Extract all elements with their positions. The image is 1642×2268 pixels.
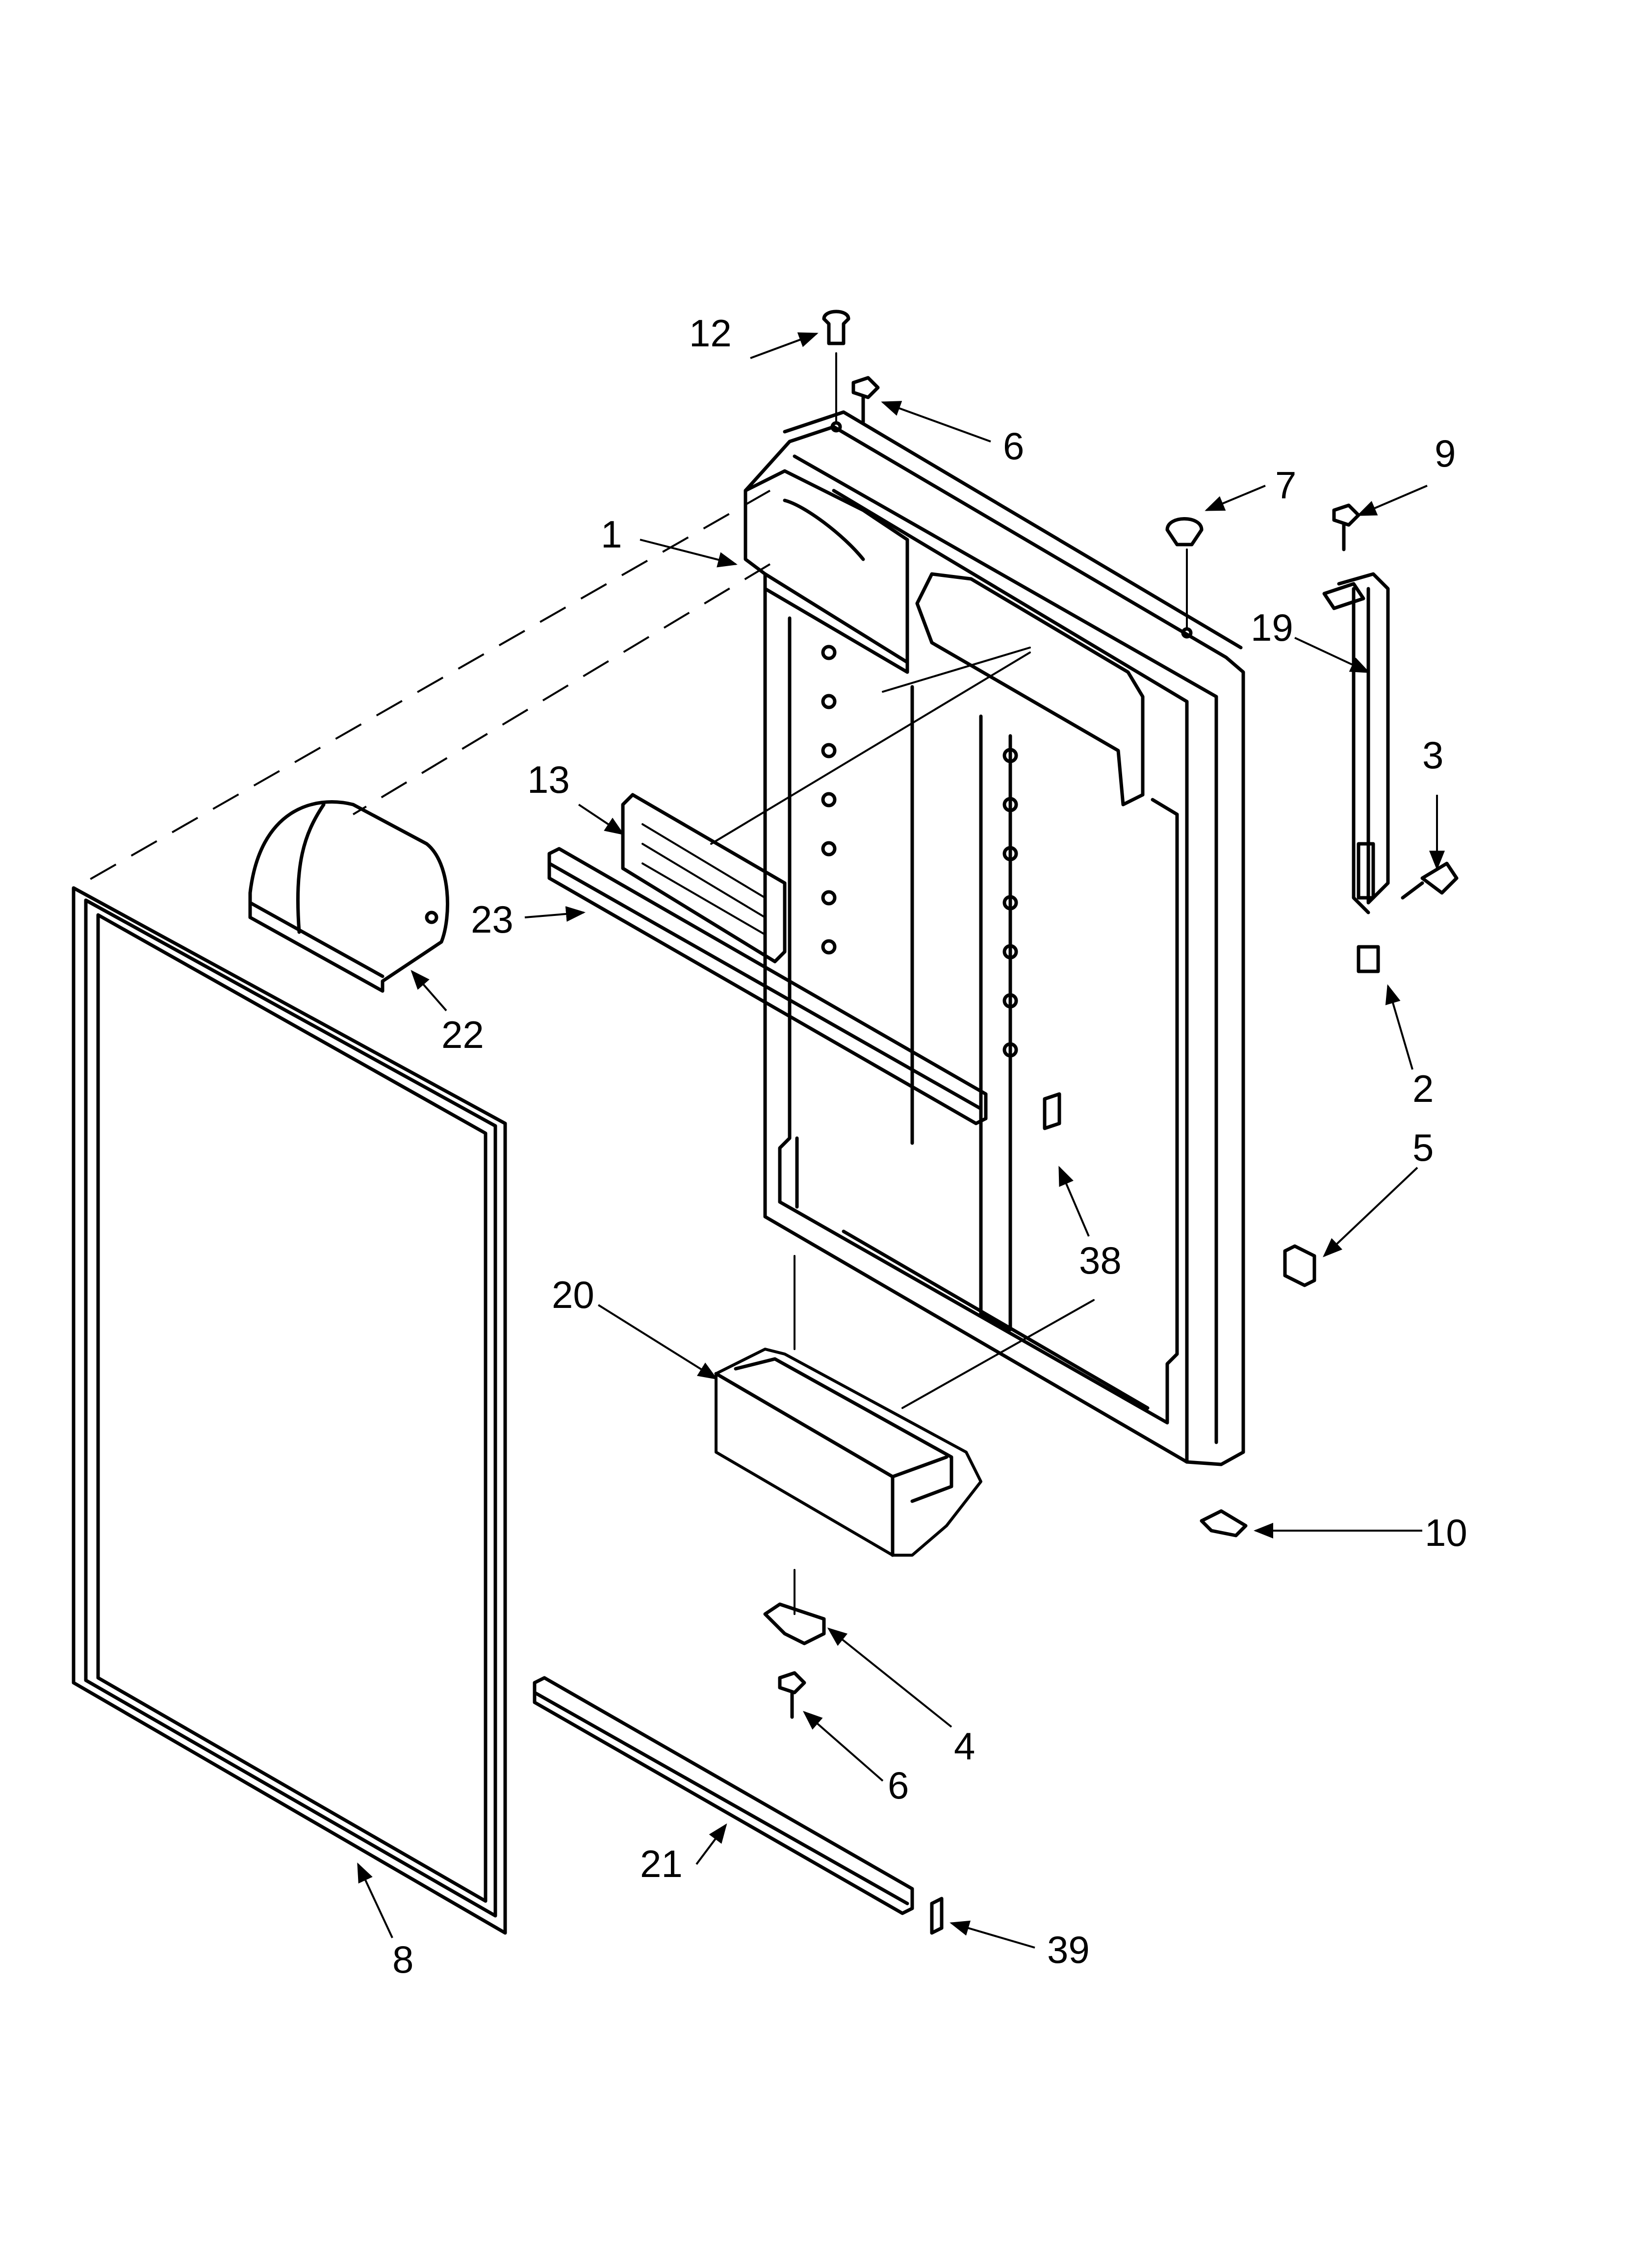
alignment-line-lower — [352, 563, 771, 815]
door-liner — [744, 410, 1245, 1466]
callout-23: 23 — [471, 898, 513, 941]
door-trim-lower — [533, 1676, 914, 1915]
callout-8: 8 — [392, 1938, 414, 1981]
screw-side — [1401, 861, 1459, 900]
callout-6-top: 6 — [1003, 424, 1025, 468]
callout-3: 3 — [1422, 733, 1444, 777]
callout-12: 12 — [689, 312, 732, 355]
dairy-door — [248, 800, 449, 993]
alignment-line-upper — [83, 490, 770, 884]
callout-2: 2 — [1412, 1067, 1434, 1110]
bracket — [1283, 1244, 1316, 1287]
screw-bottom — [778, 1671, 806, 1719]
callout-4: 4 — [954, 1724, 975, 1768]
hardware — [763, 310, 1459, 1935]
assembly-line — [710, 352, 1188, 1615]
callout-21: 21 — [640, 1842, 683, 1885]
callout-20: 20 — [552, 1273, 594, 1316]
clip-39 — [930, 1897, 944, 1935]
screw-handle — [1332, 503, 1360, 551]
callout-19: 19 — [1251, 606, 1293, 649]
callout-9: 9 — [1435, 432, 1456, 475]
callout-13: 13 — [527, 758, 570, 801]
door-trim-upper — [547, 847, 988, 1125]
plug-cap — [1165, 517, 1204, 547]
callout-7: 7 — [1275, 464, 1297, 507]
hinge-cover — [1200, 1509, 1248, 1538]
callout-5: 5 — [1412, 1126, 1434, 1169]
door-handle — [1322, 572, 1390, 914]
callout-39: 39 — [1047, 1928, 1090, 1971]
callout-22: 22 — [441, 1013, 484, 1056]
door-bin — [714, 1348, 982, 1557]
door-gasket — [72, 886, 507, 1935]
callout-1: 1 — [601, 513, 622, 556]
door-shelf-insert — [621, 793, 787, 964]
shelf-rivets — [821, 645, 1018, 1058]
callout-10: 10 — [1425, 1511, 1467, 1554]
callout-6-bottom: 6 — [888, 1764, 909, 1807]
callout-38: 38 — [1079, 1239, 1122, 1282]
handle-clip — [1357, 945, 1380, 973]
plug-button — [822, 310, 850, 345]
leader-lines — [357, 332, 1445, 1949]
hinge-bottom — [763, 1602, 826, 1645]
screw-top — [851, 376, 880, 424]
clip-38 — [1043, 1092, 1061, 1130]
